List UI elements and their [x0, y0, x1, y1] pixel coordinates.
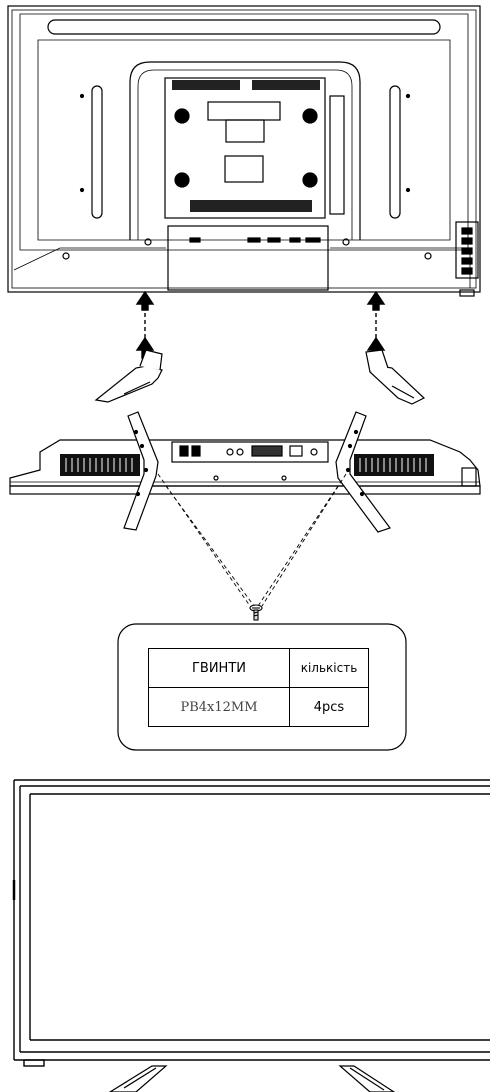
left-vent: [91, 85, 103, 219]
front-stand-left: [108, 1065, 168, 1092]
screw-type: PB4x12MM: [148, 687, 290, 727]
screw-table: ГВИНТИ кількість PB4x12MM 4pcs: [148, 648, 369, 727]
header-screws: ГВИНТИ: [148, 648, 290, 688]
table-row: PB4x12MM 4pcs: [148, 687, 369, 727]
stand-right: [365, 349, 426, 405]
tv-back-view: [7, 5, 481, 297]
screw-info-box: [117, 623, 407, 751]
screw-quantity: 4pcs: [289, 687, 369, 727]
attached-stand-right: [335, 411, 391, 533]
tv-back-frame: [7, 5, 481, 293]
top-slot: [47, 19, 441, 35]
stand-insert-arrows: [135, 290, 386, 359]
bottom-connectors: [171, 441, 329, 463]
screw-icon: [249, 604, 263, 621]
header-quantity: кількість: [289, 648, 369, 688]
table-header-row: ГВИНТИ кількість: [148, 648, 369, 688]
attached-stand-left: [123, 411, 159, 531]
vesa-plate: [164, 77, 326, 219]
side-buttons: [455, 221, 479, 279]
screw-guide-lines: [157, 473, 347, 607]
tv-front-view: [12, 779, 490, 1067]
center-housing: [129, 61, 361, 240]
front-stand-right: [338, 1065, 396, 1092]
right-vent: [389, 85, 401, 219]
stand-left: [94, 349, 163, 403]
tv-bottom-view: [9, 439, 481, 495]
